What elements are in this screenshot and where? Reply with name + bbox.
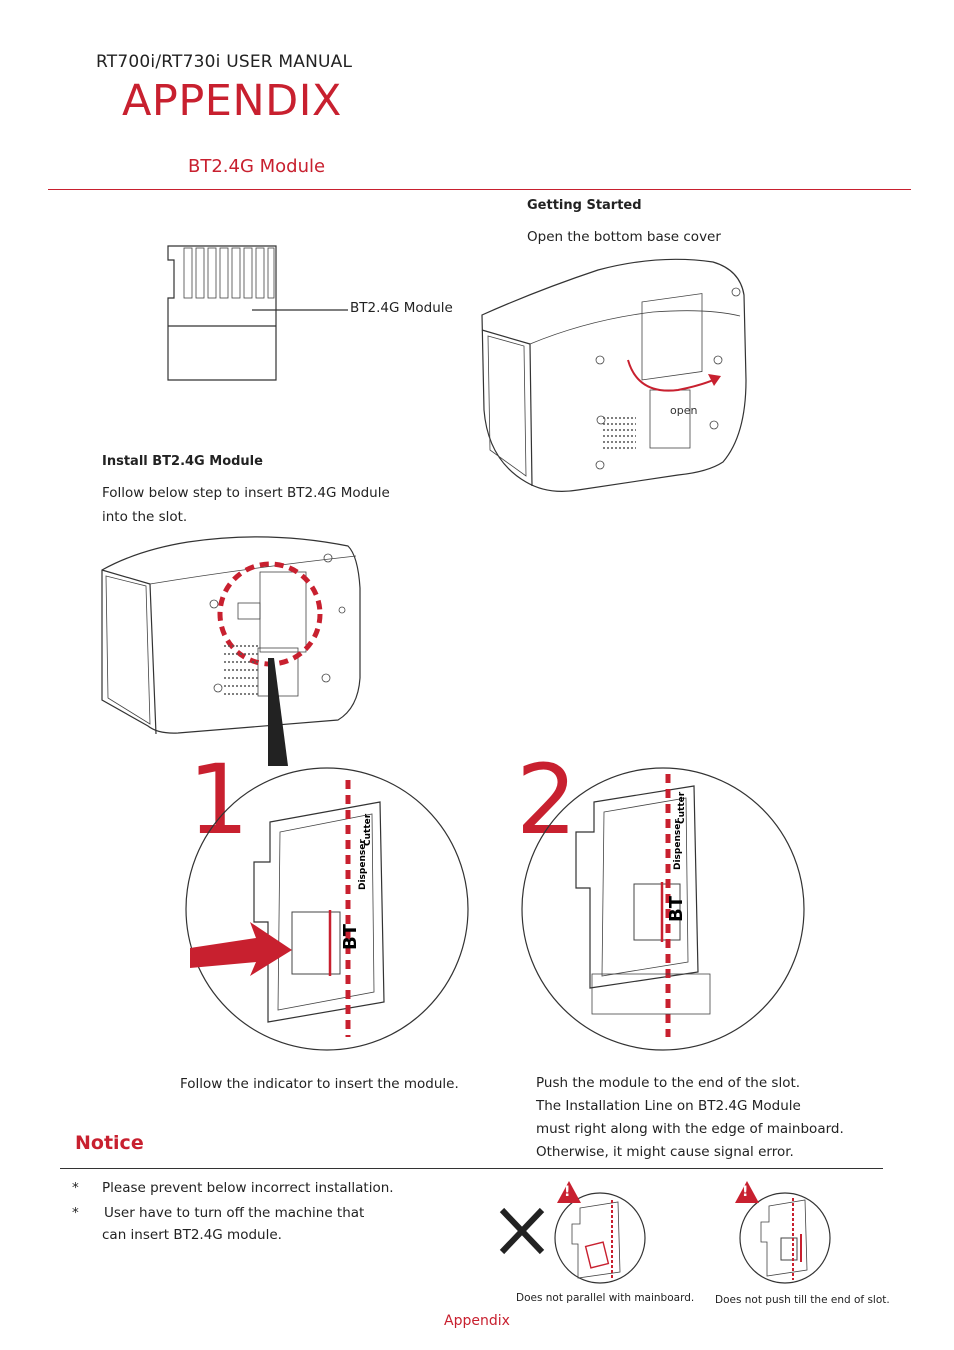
step-2-detail: BT Dispenser Cutter xyxy=(521,767,805,1051)
notice-divider xyxy=(60,1168,883,1169)
section-title: BT2.4G Module xyxy=(188,156,326,177)
step-2-number: 2 xyxy=(516,744,578,856)
header-divider xyxy=(48,189,911,190)
install-text-line2: into the slot. xyxy=(102,509,188,525)
printer-bottom-illustration xyxy=(101,536,361,766)
install-text: Follow below step to insert BT2.4G Modul… xyxy=(102,481,390,529)
incorrect-figure-2 xyxy=(739,1192,831,1284)
install-heading: Install BT2.4G Module xyxy=(102,454,263,469)
step-2-caption-line1: Push the module to the end of the slot. xyxy=(536,1075,801,1091)
step-2-dispenser-label: Dispenser xyxy=(673,819,683,870)
step-2-cutter-label: Cutter xyxy=(677,791,687,824)
notice-item-2-line1: User have to turn off the machine that xyxy=(104,1205,365,1221)
incorrect-figure-1 xyxy=(554,1192,646,1284)
step-2-caption: Push the module to the end of the slot. … xyxy=(536,1072,844,1164)
module-label: BT2.4G Module xyxy=(350,300,453,316)
warning-mark-1: ! xyxy=(564,1184,571,1200)
step-1-caption: Follow the indicator to insert the modul… xyxy=(180,1076,459,1092)
step-1-dispenser-label: Dispenser xyxy=(358,839,368,890)
install-text-line1: Follow below step to insert BT2.4G Modul… xyxy=(102,485,390,501)
step-1-number: 1 xyxy=(188,744,250,856)
step-1-detail: BT Dispenser Cutter xyxy=(185,767,469,1051)
page-title: APPENDIX xyxy=(122,76,342,126)
manual-title: RT700i/RT730i USER MANUAL xyxy=(96,52,353,72)
notice-bullet-1: * xyxy=(72,1180,79,1196)
step-2-caption-line3: must right along with the edge of mainbo… xyxy=(536,1121,844,1137)
incorrect-caption-2: Does not push till the end of slot. xyxy=(715,1294,890,1306)
warning-mark-2: ! xyxy=(742,1184,749,1200)
notice-item-2-line2: can insert BT2.4G module. xyxy=(102,1227,282,1243)
printer-open-cover-illustration xyxy=(481,258,747,492)
notice-bullet-2: * xyxy=(72,1205,79,1221)
open-label: open xyxy=(670,404,698,417)
warning-icon-1 xyxy=(557,1181,581,1203)
cross-icon xyxy=(499,1207,545,1255)
step-2-caption-line2: The Installation Line on BT2.4G Module xyxy=(536,1098,801,1114)
step-1-cutter-label: Cutter xyxy=(363,813,373,846)
step-2-bt-label: BT xyxy=(666,895,687,922)
footer-label: Appendix xyxy=(444,1313,510,1329)
warning-icon-2 xyxy=(735,1181,759,1203)
notice-title: Notice xyxy=(75,1132,144,1154)
step-2-caption-line4: Otherwise, it might cause signal error. xyxy=(536,1144,794,1160)
getting-started-text: Open the bottom base cover xyxy=(527,229,721,245)
module-diagram xyxy=(167,245,348,381)
notice-item-1-text: Please prevent below incorrect installat… xyxy=(102,1180,394,1196)
getting-started-heading: Getting Started xyxy=(527,198,642,213)
notice-item-2: *User have to turn off the machine that … xyxy=(72,1202,364,1246)
step-1-bt-label: BT xyxy=(340,923,361,950)
notice-item-1: * Please prevent below incorrect installa… xyxy=(72,1180,394,1196)
incorrect-caption-1: Does not parallel with mainboard. xyxy=(516,1292,695,1304)
